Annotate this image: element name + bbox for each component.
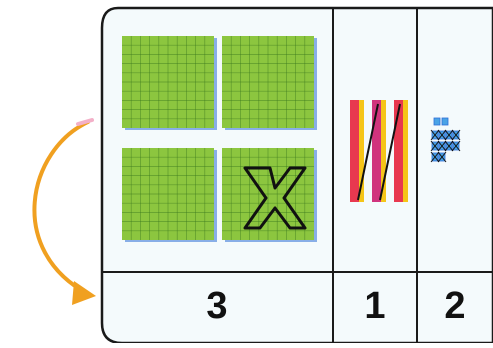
ten-rod-3 (394, 100, 408, 202)
crossed-one-cube (438, 152, 446, 162)
curved-arrow-icon (34, 122, 88, 294)
ten-rod-2 (372, 100, 386, 202)
one-cube (434, 118, 440, 125)
crossed-one-cube (431, 130, 439, 140)
crossed-one-cube (445, 130, 453, 140)
arrow-head (72, 281, 96, 305)
crossed-one-cube (452, 130, 460, 140)
tens-rods (350, 100, 408, 202)
arrow-tail-mark (78, 120, 92, 124)
crossed-one-cube (452, 141, 460, 151)
one-cube (442, 118, 448, 125)
hundred-flat-1 (122, 36, 217, 130)
crossed-one-cube (438, 141, 446, 151)
hundred-flat-2 (222, 36, 317, 130)
crossed-one-cube (431, 152, 439, 162)
tens-digit: 1 (355, 287, 395, 325)
ones-digit: 2 (435, 287, 475, 325)
ten-rod-1 (350, 100, 364, 202)
crossed-one-cube (431, 141, 439, 151)
crossed-one-cube (438, 130, 446, 140)
hundred-flat-3 (122, 148, 217, 242)
crossed-one-cube (445, 141, 453, 151)
hundreds-digit: 3 (197, 287, 237, 325)
